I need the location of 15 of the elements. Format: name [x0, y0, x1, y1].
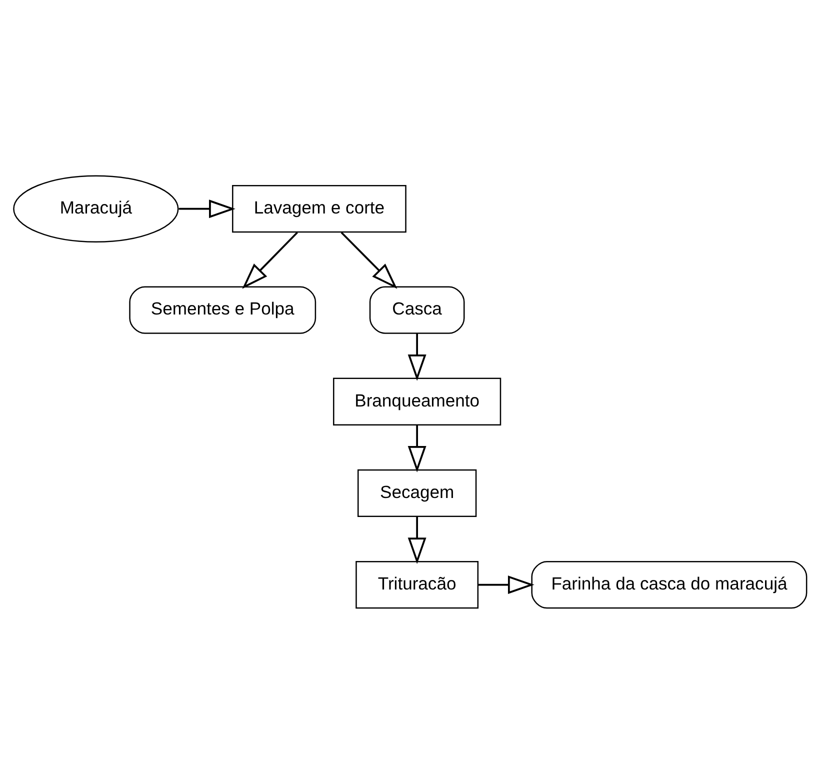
arrow [408, 424, 426, 472]
arrow [178, 199, 236, 218]
node-box: Trituracão [356, 560, 479, 608]
node-box: Branqueamento [333, 377, 502, 425]
node-box: Casca [369, 286, 465, 334]
arrow [340, 231, 398, 288]
node-ellipse: Maracujá [13, 174, 179, 242]
arrow [408, 332, 426, 380]
arrow [408, 516, 426, 564]
node-box: Secagem [357, 468, 477, 517]
node-box: Lavagem e corte [232, 184, 406, 232]
node-box: Sementes e Polpa [129, 286, 316, 334]
arrow [478, 575, 534, 594]
node-box: Farinha da casca do maracujá [531, 560, 808, 608]
arrow [242, 231, 298, 288]
